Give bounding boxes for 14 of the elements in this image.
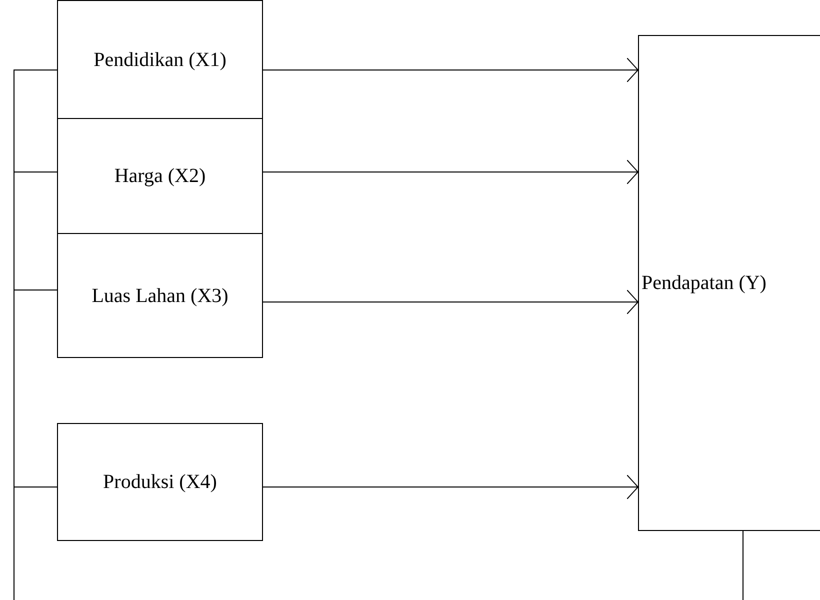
variable-label: Pendidikan (X1) — [92, 48, 228, 72]
arrow — [262, 290, 638, 314]
variable-box — [57, 233, 263, 358]
arrow — [262, 58, 638, 82]
arrow — [262, 160, 638, 184]
variable-label: Produksi (X4) — [102, 470, 218, 495]
variable-box — [57, 0, 263, 119]
arrow — [262, 474, 638, 500]
variable-box — [57, 118, 263, 234]
variable-label: Harga (X2) — [113, 164, 207, 189]
variable-box — [57, 423, 263, 541]
variable-box — [638, 35, 820, 531]
variable-label: Pendapatan (Y) — [640, 271, 768, 296]
variable-label: Luas Lahan (X3) — [90, 284, 230, 308]
